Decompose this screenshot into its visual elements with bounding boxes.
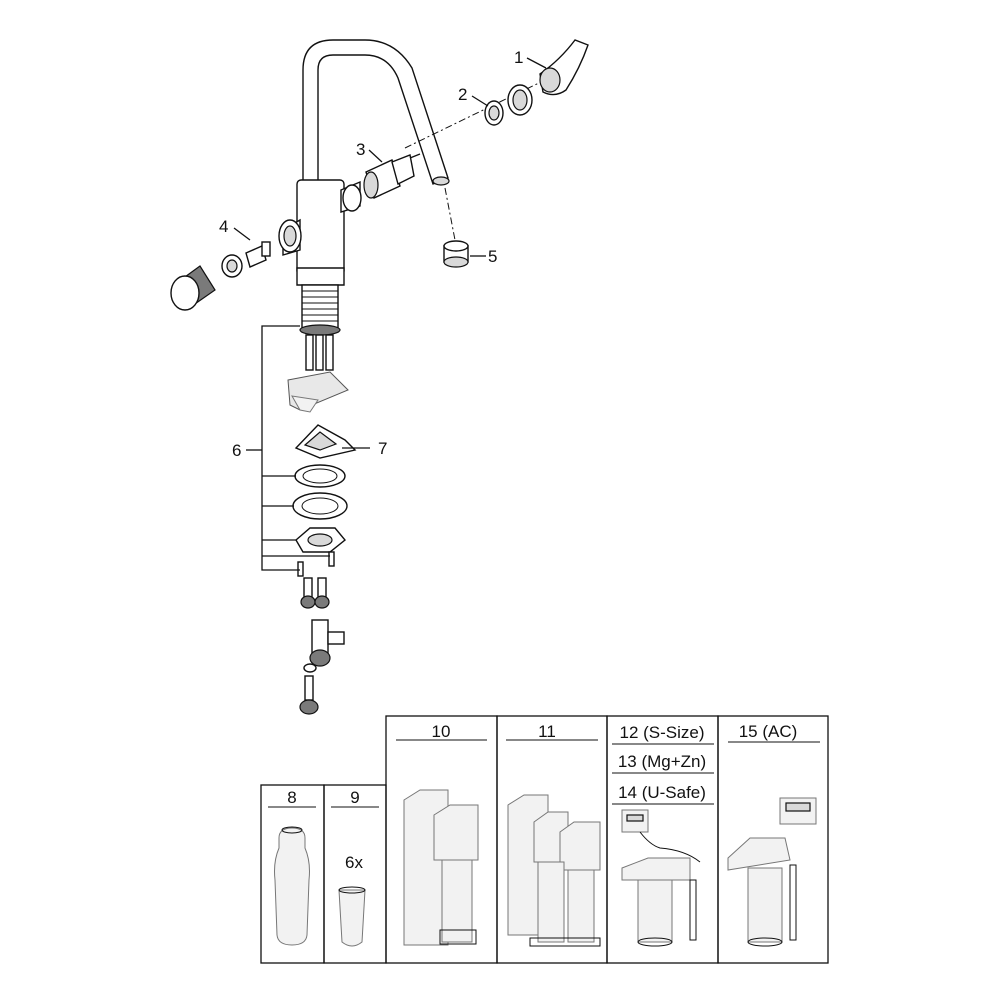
callout-5: 5 [488,247,497,266]
callout-4: 4 [219,217,228,236]
callout-6: 6 [232,441,241,460]
box-10-label: 10 [432,722,451,741]
accessory-box-10: 10 [385,715,498,964]
accessory-box-9: 9 6x [323,784,387,964]
aerator [443,240,469,268]
box-9-label: 9 [350,788,359,807]
callout-3: 3 [356,140,365,159]
filter-kit-ac-icon [727,797,817,947]
callout-7: 7 [378,439,387,458]
lever-handle [539,39,589,96]
threaded-shank [299,284,341,371]
accessory-box-15: 15 (AC) [717,715,829,964]
cartridge [363,153,421,199]
fixing-screws [297,551,335,577]
callout-2: 2 [458,85,467,104]
accessory-box-8: 8 [260,784,325,964]
box-9-quantity: 6x [345,853,363,872]
filter-head-double-icon [507,794,601,947]
tee-fitting [309,619,345,667]
valve-insert [221,241,271,278]
callout-1: 1 [514,48,523,67]
accessory-box-11: 11 [496,715,608,964]
horseshoe-washer [294,424,357,459]
lever-axis [404,79,546,149]
o-ring [294,464,346,488]
callout-6-bracket [246,325,330,571]
accessory-box-12-14: 12 (S-Size) 13 (Mg+Zn) 14 (U-Safe) [606,715,719,964]
box-11-label: 11 [538,722,556,741]
faucet-spout [302,39,450,186]
filter-kit-icon [621,809,701,947]
box-15-label: 15 (AC) [739,722,798,741]
cartridge-nut-rings [484,84,533,126]
connection-hoses [300,577,330,609]
box-12-label: 12 (S-Size) [619,723,704,742]
flat-washer [292,492,348,520]
support-plate-ghost [287,371,349,413]
faucet-body [278,179,362,286]
aerator-axis [444,187,456,241]
filter-head-single-icon [403,789,479,946]
glass-bottle-icon [274,827,310,946]
box-13-label: 13 (Mg+Zn) [618,752,706,771]
box-8-label: 8 [287,788,296,807]
box-14-label: 14 (U-Safe) [618,783,706,802]
angle-valve-connector [299,663,319,715]
filter-cartridge-icon [338,889,366,947]
callout-leaders [233,57,547,449]
knurled-knob [170,265,216,311]
mounting-flange [295,527,346,553]
